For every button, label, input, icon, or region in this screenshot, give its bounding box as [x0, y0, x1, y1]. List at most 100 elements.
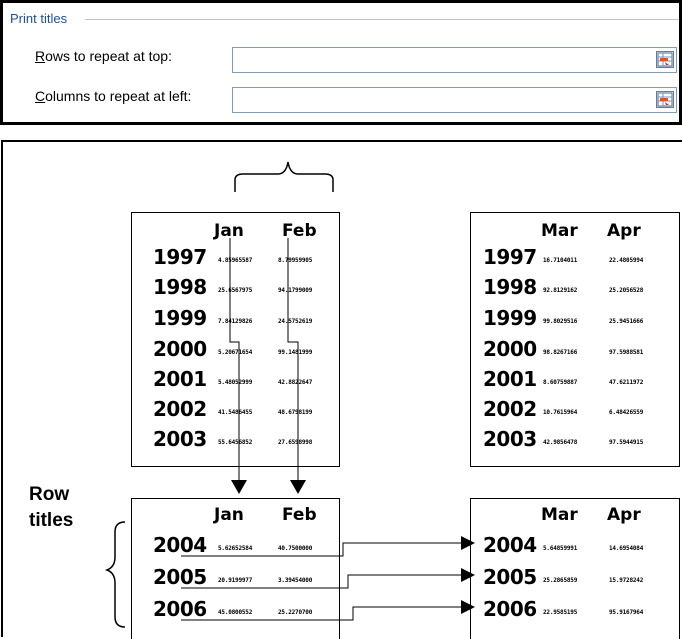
year-label: 2000 — [483, 337, 537, 361]
column-header: Apr — [607, 505, 641, 525]
year-label: 2004 — [483, 533, 537, 557]
cell-value: 8.60759887 — [543, 379, 578, 386]
column-header: Jan — [214, 221, 244, 241]
column-header: Jan — [214, 505, 244, 525]
cell-value: 15.9728242 — [609, 577, 644, 584]
jan-arrow — [231, 480, 247, 494]
group-title: Print titles — [10, 11, 74, 26]
column-header: Mar — [541, 505, 578, 525]
cell-value: 20.9199977 — [218, 577, 253, 584]
row-2006-connector — [181, 606, 463, 621]
columns-label-text: olumns to repeat at left: — [45, 88, 192, 104]
cell-value: 97.5944915 — [609, 439, 644, 446]
sheet-bottom-left: Jan Feb 2004 5.62652584 40.7500000 2005 … — [131, 498, 340, 639]
year-label: 2004 — [153, 533, 207, 557]
year-label: 2002 — [153, 397, 207, 421]
rows-to-repeat-label: Rows to repeat at top: — [35, 48, 172, 64]
rows-range-collapse-button[interactable] — [656, 51, 674, 68]
print-titles-illustration: Jan Feb 1997 4.85965587 8.79959905 1998 … — [1, 140, 682, 639]
columns-access-key: C — [35, 88, 46, 104]
year-label: 2000 — [153, 337, 207, 361]
year-label: 1998 — [153, 275, 207, 299]
sheet-top-left: Jan Feb 1997 4.85965587 8.79959905 1998 … — [131, 212, 340, 467]
cell-value: 99.8029516 — [543, 318, 578, 325]
column-header: Feb — [282, 505, 317, 525]
cell-value: 10.7615964 — [543, 409, 578, 416]
sheet-bottom-right: Mar Apr 2004 5.64859991 14.6954084 2005 … — [470, 498, 680, 639]
columns-to-repeat-input[interactable] — [232, 87, 677, 113]
cell-value: 25.6567975 — [218, 287, 253, 294]
cell-value: 5.20671654 — [218, 349, 253, 356]
column-header: Apr — [607, 221, 641, 241]
row-2005-connector — [181, 574, 463, 589]
row-2005-arrow — [461, 568, 475, 582]
sheet-top-right: Mar Apr 1997 16.7104011 22.4805994 1998 … — [470, 212, 680, 467]
year-label: 2001 — [153, 367, 207, 391]
rows-access-key: R — [35, 48, 46, 64]
year-label: 2005 — [483, 565, 537, 589]
cell-value: 27.6598998 — [278, 439, 313, 446]
group-divider — [85, 19, 679, 20]
cell-value: 8.79959905 — [278, 257, 313, 264]
cell-value: 4.85965587 — [218, 257, 253, 264]
cell-value: 5.64859991 — [543, 545, 578, 552]
cell-value: 40.7500000 — [278, 545, 313, 552]
feb-arrow — [290, 480, 306, 494]
cell-value: 16.7104011 — [543, 257, 578, 264]
column-titles-brace — [234, 161, 334, 192]
cell-value: 41.5486455 — [218, 409, 253, 416]
column-header: Mar — [541, 221, 578, 241]
year-label: 2006 — [153, 597, 207, 621]
row-2004-connector — [181, 542, 463, 557]
cell-value: 99.1481999 — [278, 349, 313, 356]
year-label: 1997 — [483, 245, 537, 269]
year-label: 2003 — [153, 427, 207, 451]
cell-value: 95.9167964 — [609, 609, 644, 616]
cell-value: 6.48426559 — [609, 409, 644, 416]
year-label: 2006 — [483, 597, 537, 621]
cell-value: 55.6456852 — [218, 439, 253, 446]
row-titles-line-2: titles — [29, 510, 74, 531]
connector-overlay — [104, 161, 475, 628]
columns-range-collapse-button[interactable] — [656, 91, 674, 108]
row-titles-line-1: Row — [29, 484, 70, 505]
cell-value: 25.9451666 — [609, 318, 644, 325]
rows-to-repeat-input[interactable] — [232, 47, 677, 73]
print-titles-panel: Print titles Rows to repeat at top: Colu… — [0, 0, 682, 125]
row-2004-arrow — [461, 536, 475, 550]
year-label: 1999 — [483, 306, 537, 330]
cell-value: 22.4805994 — [609, 257, 644, 264]
year-label: 2005 — [153, 565, 207, 589]
cell-value: 7.84129826 — [218, 318, 253, 325]
year-label: 1998 — [483, 275, 537, 299]
cell-value: 25.2865859 — [543, 577, 578, 584]
cell-value: 5.62652584 — [218, 545, 253, 552]
cell-value: 94.1799009 — [278, 287, 313, 294]
cell-value: 45.0800552 — [218, 609, 253, 616]
cell-value: 5.48052999 — [218, 379, 253, 386]
cell-value: 22.9585195 — [543, 609, 578, 616]
column-header: Feb — [282, 221, 317, 241]
year-label: 1999 — [153, 306, 207, 330]
cell-value: 25.2270700 — [278, 609, 313, 616]
cell-value: 14.6954084 — [609, 545, 644, 552]
year-label: 2001 — [483, 367, 537, 391]
row-2006-arrow — [461, 600, 475, 614]
feb-connector — [287, 238, 299, 490]
cell-value: 42.8822647 — [278, 379, 313, 386]
cell-value: 42.9856478 — [543, 439, 578, 446]
cell-value: 92.8129162 — [543, 287, 578, 294]
row-titles-brace — [104, 521, 126, 628]
columns-to-repeat-label: Columns to repeat at left: — [35, 88, 191, 104]
jan-connector — [229, 238, 240, 490]
year-label: 2003 — [483, 427, 537, 451]
cell-value: 98.8267166 — [543, 349, 578, 356]
year-label: 1997 — [153, 245, 207, 269]
row-titles-label: Row titles — [29, 482, 73, 534]
cell-value: 97.5988581 — [609, 349, 644, 356]
cell-value: 48.6798199 — [278, 409, 313, 416]
cell-value: 3.39454000 — [278, 577, 313, 584]
range-collapse-icon — [657, 52, 673, 67]
cell-value: 47.6211972 — [609, 379, 644, 386]
cell-value: 25.2056528 — [609, 287, 644, 294]
